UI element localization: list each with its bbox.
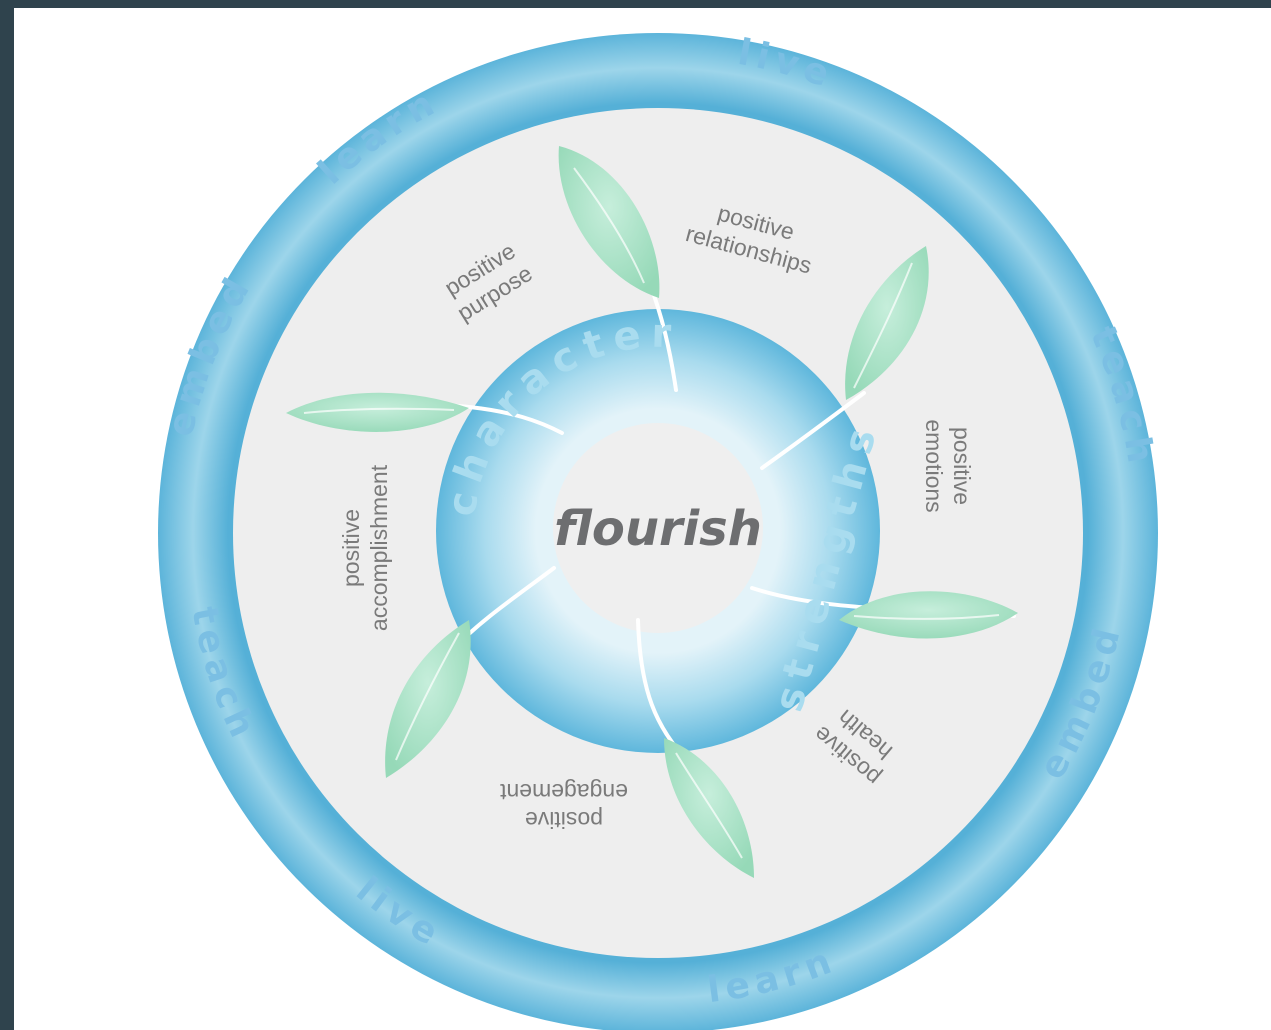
svg-text:positive: positive: [949, 427, 975, 505]
leaf-bottom-right: [664, 738, 754, 878]
segment-positive-engagement: positive engagement: [499, 779, 627, 833]
center-label: flourish: [554, 501, 762, 557]
svg-text:positive: positive: [525, 807, 603, 833]
leaf-left: [286, 392, 469, 432]
svg-text:accomplishment: accomplishment: [366, 464, 392, 631]
segment-positive-emotions: positive emotions: [921, 419, 975, 512]
leaf-veins: [303, 167, 1000, 859]
diagram-canvas: learn live teach embed embed learn live …: [14, 8, 1271, 1030]
svg-text:engagement: engagement: [499, 779, 627, 805]
flourish-wheel-diagram: learn live teach embed embed learn live …: [158, 32, 1158, 1030]
segment-positive-accomplishment: positive accomplishment: [338, 464, 392, 631]
svg-text:positive: positive: [338, 509, 364, 587]
center-circle: [553, 423, 763, 633]
svg-text:emotions: emotions: [921, 419, 947, 512]
leaf-right-lower: [839, 591, 1018, 639]
